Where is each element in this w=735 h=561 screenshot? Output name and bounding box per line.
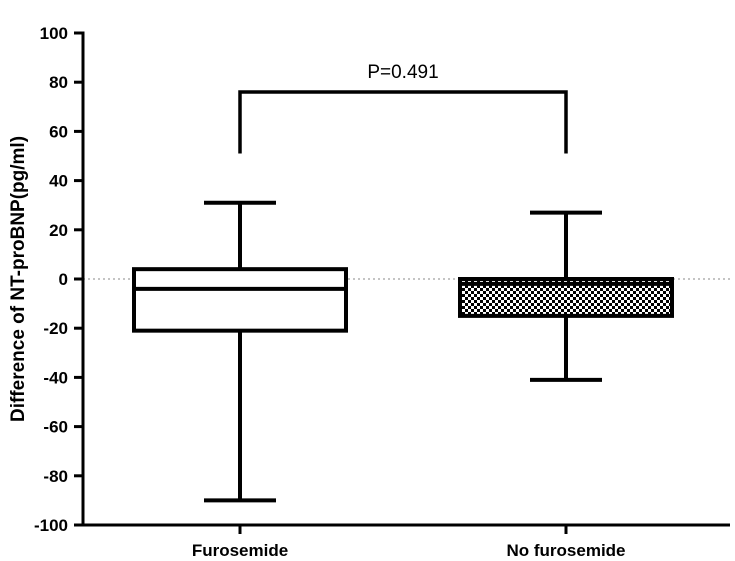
y-tick-label: 60: [49, 122, 68, 141]
y-tick-label: 100: [40, 24, 68, 43]
y-tick-label: 20: [49, 221, 68, 240]
box-series: [132, 200, 674, 503]
y-tick-label: 80: [49, 73, 68, 92]
box-1: [132, 200, 348, 503]
significance-bracket: P=0.491: [238, 62, 568, 154]
y-tick-label: -80: [43, 467, 68, 486]
x-axis-labels: Furosemide No furosemide: [192, 525, 626, 560]
y-tick-label: -100: [34, 516, 68, 535]
y-axis-ticks: 100 80 60 40 20 0 -20 -40 -60 -80 -100: [34, 24, 83, 535]
bracket-line: [238, 90, 568, 154]
x-tick-label: Furosemide: [192, 541, 288, 560]
y-axis-title: Difference of NT-proBNP(pg/ml): [8, 136, 29, 422]
iqr-box: [132, 267, 348, 333]
y-tick-label: -20: [43, 319, 68, 338]
y-tick-label: 0: [59, 270, 68, 289]
x-tick-label: No furosemide: [506, 541, 625, 560]
y-tick-label: 40: [49, 172, 68, 191]
box-2: [458, 210, 674, 382]
y-tick-label: -60: [43, 418, 68, 437]
y-tick-label: -40: [43, 368, 68, 387]
p-value-label: P=0.491: [367, 62, 438, 83]
